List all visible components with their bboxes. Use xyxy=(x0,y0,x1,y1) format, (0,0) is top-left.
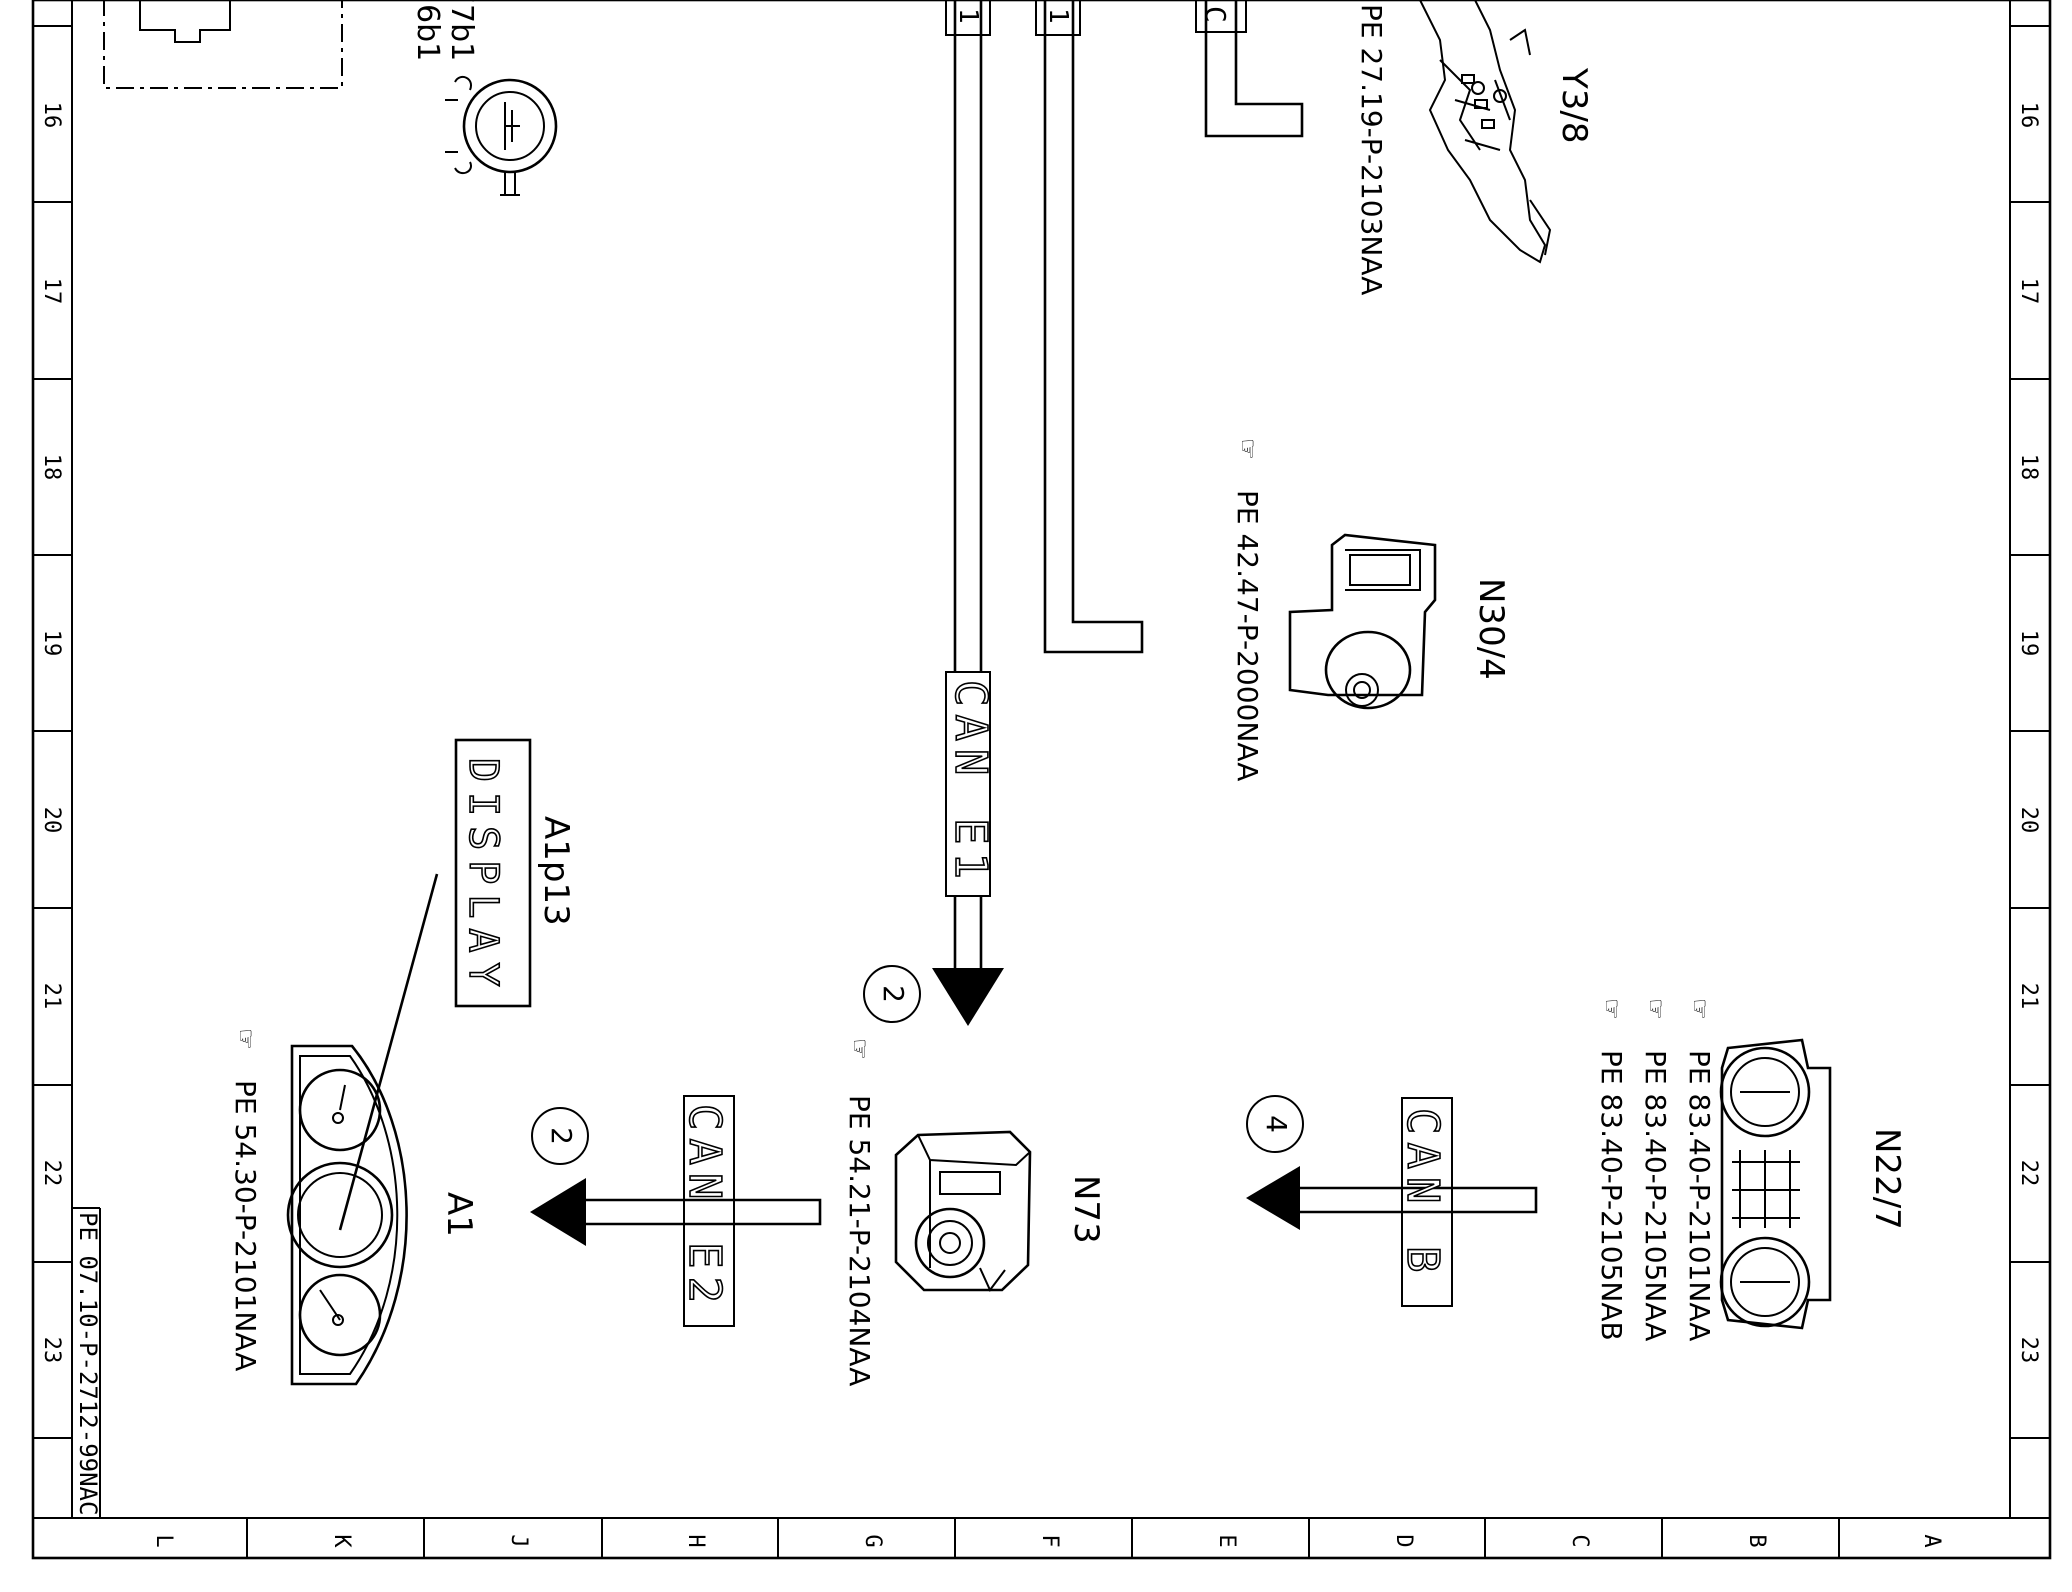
column-label: B xyxy=(1744,1534,1769,1547)
hand-pointer-icon: ☞ xyxy=(842,1040,877,1058)
row-label-right: 16 xyxy=(2016,102,2041,129)
top-label: 6b1 xyxy=(410,4,445,61)
row-label-left: 16 xyxy=(39,102,64,129)
row-label-right: 20 xyxy=(2016,807,2041,834)
can-b-wire: CAN B xyxy=(1246,1097,1538,1307)
n73-ref: PE 54.21-P-2104NAA xyxy=(843,1095,876,1386)
y3-8-label: Y3/8 xyxy=(1554,67,1594,144)
wire-mark: 1 xyxy=(953,8,983,24)
row-dividers xyxy=(33,25,2050,1439)
y3-8-component: Y3/8 PE 27.19-P-2103NAA xyxy=(1355,0,1594,295)
marker-circle: 4 xyxy=(1246,1095,1304,1153)
a1p13-display: DISPLAY A1p13 xyxy=(338,738,576,1231)
n30-4-label: N30/4 xyxy=(1471,578,1511,680)
can-b-label: CAN B xyxy=(1397,1108,1448,1280)
row-label-left: 17 xyxy=(39,278,64,305)
marker-circle: 2 xyxy=(531,1107,589,1165)
column-label: H xyxy=(683,1534,708,1547)
can-e1-wire: 1 CAN E1 xyxy=(932,0,1004,1026)
a1p13-label: A1p13 xyxy=(536,816,576,926)
row-label-right: 18 xyxy=(2016,454,2041,481)
column-label: L xyxy=(151,1534,176,1547)
n22-7-ref: PE 83.40-P-2105NAA xyxy=(1639,1050,1672,1341)
n73-label: N73 xyxy=(1066,1175,1106,1244)
wire-mark: 1 xyxy=(1043,8,1073,24)
row-labels: 16 17 18 19 20 21 22 23 16 17 18 19 20 2… xyxy=(39,102,2041,1364)
can-wire-2: 1 xyxy=(1035,0,1144,654)
row-label-left: 21 xyxy=(39,983,64,1010)
row-label-right: 17 xyxy=(2016,278,2041,305)
column-label: F xyxy=(1037,1534,1062,1547)
row-label-right: 23 xyxy=(2016,1337,2041,1364)
diagram-frame xyxy=(31,0,2052,1560)
n30-4-ref: PE 42.47-P-2000NAA xyxy=(1231,490,1264,781)
row-label-left: 19 xyxy=(39,630,64,657)
hand-pointer-icon: ☞ xyxy=(1682,1000,1717,1018)
column-label: J xyxy=(506,1534,531,1547)
svg-text:4: 4 xyxy=(1260,1115,1293,1133)
n22-7-component: ☞ ☞ ☞ PE 83.40-P-2101NAA PE 83.40-P-2105… xyxy=(1594,1000,1907,1341)
y3-8-ref: PE 27.19-P-2103NAA xyxy=(1355,4,1388,295)
n73-component: ☞ PE 54.21-P-2104NAA N73 xyxy=(842,1040,1106,1386)
top-label: 7 xyxy=(444,0,479,4)
row-label-left: 22 xyxy=(39,1160,64,1187)
row-label-right: 22 xyxy=(2016,1160,2041,1187)
hand-pointer-icon: ☞ xyxy=(228,1030,263,1048)
top-label: 7b1 xyxy=(444,4,479,61)
column-labels: L K J H G F E D C B A xyxy=(151,1534,1944,1548)
sensor-icon xyxy=(445,75,558,196)
conn-mark: C xyxy=(1199,6,1232,23)
a1-label: A1 xyxy=(439,1192,479,1237)
column-label: D xyxy=(1391,1534,1416,1547)
drawing-id: PE 07.10-P-2712-99NAC xyxy=(74,1212,102,1515)
marker-circle: 2 xyxy=(863,965,921,1023)
a1-ref: PE 54.30-P-2101NAA xyxy=(229,1080,262,1371)
hand-pointer-icon: ☞ xyxy=(1594,1000,1629,1018)
row-label-left: 23 xyxy=(39,1337,64,1364)
row-label-left: 20 xyxy=(39,807,64,834)
row-label-right: 19 xyxy=(2016,630,2041,657)
connector-bracket: C xyxy=(1195,0,1304,138)
column-label: E xyxy=(1214,1534,1239,1547)
a1-component: ☞ PE 54.30-P-2101NAA A1 xyxy=(228,1030,479,1386)
n22-7-ref: PE 83.40-P-2105NAB xyxy=(1595,1050,1628,1341)
top-cut-area: 6b1 7 7b1 xyxy=(103,0,479,89)
column-label: K xyxy=(329,1534,354,1548)
can-e2-label: CAN E2 xyxy=(679,1104,730,1311)
svg-text:2: 2 xyxy=(877,985,910,1003)
hand-pointer-icon: ☞ xyxy=(1230,440,1265,458)
hand-pointer-icon: ☞ xyxy=(1638,1000,1673,1018)
n22-7-ref: PE 83.40-P-2101NAA xyxy=(1683,1050,1716,1341)
n30-4-component: ☞ PE 42.47-P-2000NAA N30/4 xyxy=(1230,440,1511,781)
can-e1-label: CAN E1 xyxy=(945,680,996,887)
n22-7-label: N22/7 xyxy=(1867,1128,1907,1230)
row-label-right: 21 xyxy=(2016,983,2041,1010)
row-label-left: 18 xyxy=(39,454,64,481)
column-label: G xyxy=(860,1534,885,1547)
can-e2-wire: CAN E2 xyxy=(530,1095,822,1327)
svg-text:2: 2 xyxy=(545,1127,578,1145)
display-text: DISPLAY xyxy=(460,758,506,997)
column-dividers xyxy=(246,1518,1840,1558)
column-label: A xyxy=(1919,1534,1944,1547)
column-label: C xyxy=(1567,1534,1592,1547)
